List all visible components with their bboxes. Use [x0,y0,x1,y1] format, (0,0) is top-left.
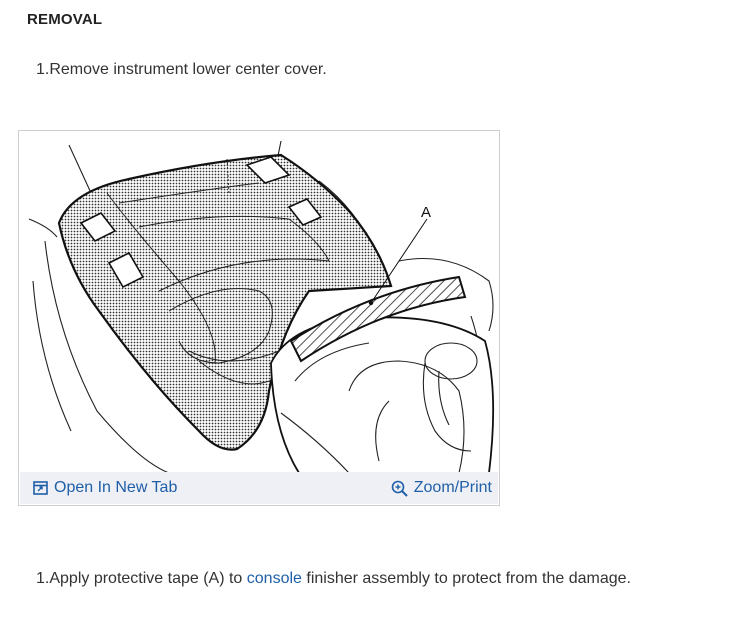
illustration-figure: A Open In New Tab Zoom/Print [18,130,500,506]
step-apply-tape-suffix: finisher assembly to protect from the da… [301,570,631,587]
step-remove-cover: 1.Remove instrument lower center cover. [36,61,327,78]
console-illustration: A [28,140,495,473]
open-new-tab-link[interactable]: Open In New Tab [33,479,177,497]
callout-a-label: A [421,204,431,221]
zoom-print-link[interactable]: Zoom/Print [391,479,492,497]
figure-toolbar: Open In New Tab Zoom/Print [20,472,498,504]
protective-tape [289,275,467,363]
section-heading: REMOVAL [27,11,103,28]
open-new-tab-icon [33,481,48,495]
open-new-tab-label: Open In New Tab [54,479,178,496]
lower-center-cover [57,153,393,451]
step-apply-tape: 1.Apply protective tape (A) to console f… [36,570,631,588]
step-apply-tape-prefix: 1.Apply protective tape (A) to [36,570,247,587]
zoom-plus-icon [391,480,408,497]
console-link[interactable]: console [246,570,302,587]
zoom-print-label: Zoom/Print [413,479,492,496]
